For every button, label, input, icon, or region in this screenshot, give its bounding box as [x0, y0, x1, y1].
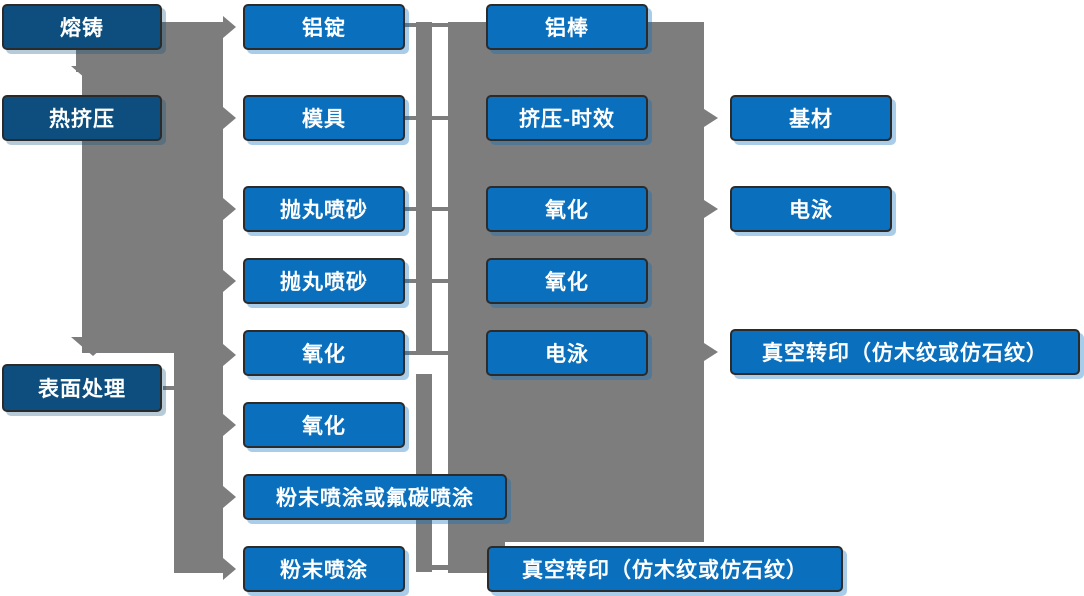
connector-surface-treatment-stub	[163, 386, 175, 390]
node-surface-treatment: 表面处理	[2, 364, 162, 412]
connector-line-row2	[405, 116, 448, 120]
node-powder-coating: 粉末喷涂	[243, 546, 405, 592]
node-electrophoresis-1: 电泳	[486, 330, 648, 376]
node-label: 热挤压	[49, 108, 115, 131]
arrow-to-oxidation-1	[223, 344, 236, 366]
node-label: 氧化	[302, 343, 346, 366]
connector-surface-treatment-bar	[174, 352, 223, 573]
connector-line-row5	[405, 351, 448, 355]
arrow-down-to-hot-extrusion	[71, 66, 115, 85]
connector-mid-bar-lower	[416, 374, 432, 572]
connector-mid-bar-upper	[416, 22, 432, 352]
arrow-to-aluminum-ingot	[223, 16, 236, 38]
node-label: 氧化	[545, 199, 589, 222]
node-label: 粉末喷涂或氟碳喷涂	[276, 487, 474, 510]
node-smelting-casting: 熔铸	[2, 4, 162, 50]
connector-line-row1	[405, 23, 448, 27]
arrow-to-powder-coating	[223, 558, 236, 580]
connector-line-row3	[405, 207, 448, 211]
node-label: 真空转印（仿木纹或仿石纹）	[762, 342, 1048, 365]
node-label: 表面处理	[38, 378, 126, 401]
node-electrophoresis-2: 电泳	[730, 186, 892, 232]
node-mold: 模具	[243, 95, 405, 141]
node-label: 电泳	[545, 343, 589, 366]
connector-line-bottom	[432, 565, 448, 570]
node-label: 铝锭	[302, 17, 346, 40]
node-hot-extrusion: 热挤压	[2, 95, 162, 141]
node-base-material: 基材	[730, 95, 892, 141]
node-extrusion-aging: 挤压-时效	[486, 95, 648, 141]
connector-line-row4	[405, 279, 448, 283]
arrow-down-to-surface-treatment	[71, 337, 115, 356]
node-powder-or-fluorocarbon-coating: 粉末喷涂或氟碳喷涂	[243, 474, 507, 520]
arrow-to-oxidation-2	[223, 414, 236, 436]
node-label: 抛丸喷砂	[280, 271, 368, 294]
node-label: 真空转印（仿木纹或仿石纹）	[522, 559, 808, 582]
node-label: 电泳	[789, 199, 833, 222]
node-aluminum-rod: 铝棒	[486, 4, 648, 50]
node-label: 铝棒	[545, 17, 589, 40]
node-label: 抛丸喷砂	[280, 199, 368, 222]
node-vacuum-transfer-2: 真空转印（仿木纹或仿石纹）	[730, 329, 1080, 375]
node-label: 粉末喷涂	[280, 559, 368, 582]
node-oxidation-1: 氧化	[243, 330, 405, 376]
node-label: 氧化	[545, 271, 589, 294]
node-label: 模具	[302, 108, 346, 131]
node-label: 挤压-时效	[519, 108, 615, 131]
arrow-to-vacuum-transfer-final	[704, 343, 718, 361]
node-oxidation-3: 氧化	[486, 186, 648, 232]
arrow-to-powder-fluorocarbon	[223, 486, 236, 508]
node-oxidation-4: 氧化	[486, 258, 648, 304]
arrow-to-mold	[223, 107, 236, 129]
arrow-to-shot-blasting-2	[223, 270, 236, 292]
node-vacuum-transfer-1: 真空转印（仿木纹或仿石纹）	[487, 546, 843, 592]
arrow-to-electrophoresis-final	[704, 200, 718, 218]
node-shot-blasting-1: 抛丸喷砂	[243, 186, 405, 232]
node-label: 熔铸	[60, 17, 104, 40]
arrow-to-base-material	[704, 109, 718, 127]
node-label: 基材	[789, 108, 833, 131]
node-shot-blasting-2: 抛丸喷砂	[243, 258, 405, 304]
arrow-to-shot-blasting-1	[223, 198, 236, 220]
node-oxidation-2: 氧化	[243, 402, 405, 448]
node-aluminum-ingot: 铝锭	[243, 4, 405, 50]
node-label: 氧化	[302, 415, 346, 438]
